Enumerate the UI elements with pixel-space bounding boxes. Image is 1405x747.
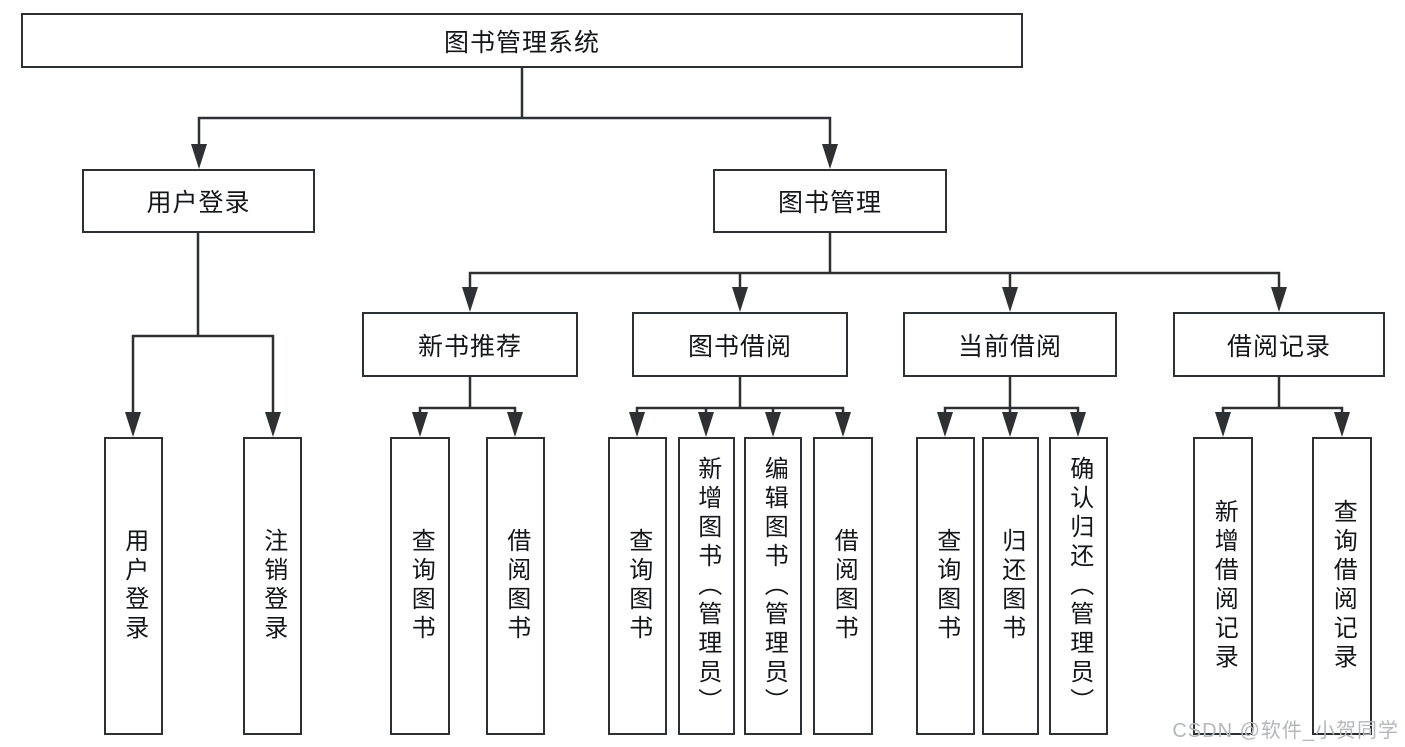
node-book-borrowing-label: 图书借阅 [687, 332, 792, 361]
watermark: CSDN @软件_小贺同学 [1172, 720, 1399, 742]
leaf-query-books-recommend-label: 查询图书 [407, 528, 435, 644]
node-current-borrowing-label: 当前借阅 [957, 332, 1062, 361]
leaf-add-book-admin-label: 新增图书（管理员） [693, 455, 721, 717]
arrow-down-icon [507, 412, 523, 437]
node-new-book-recommend-label: 新书推荐 [417, 332, 522, 361]
arrow-down-icon [698, 412, 714, 437]
arrow-down-icon [629, 412, 645, 437]
arrow-down-icon [937, 412, 953, 437]
node-new-book-recommend: 新书推荐 [362, 312, 578, 377]
arrow-down-icon [1002, 412, 1018, 437]
arrow-down-icon [1271, 287, 1287, 312]
node-user-login-label: 用户登录 [146, 189, 251, 217]
leaf-edit-book-admin-label: 编辑图书（管理员） [760, 455, 788, 717]
leaf-borrow-books-borrowing: 借阅图书 [813, 437, 873, 735]
arrow-down-icon [765, 412, 781, 437]
arrow-down-icon [265, 412, 281, 437]
leaf-borrow-books-borrowing-label: 借阅图书 [830, 528, 858, 644]
leaf-confirm-return-admin: 确认归还（管理员） [1049, 437, 1108, 735]
arrow-down-icon [835, 412, 851, 437]
arrow-down-icon [412, 412, 428, 437]
leaf-query-books-borrowing: 查询图书 [608, 437, 667, 735]
leaf-add-borrow-record: 新增借阅记录 [1193, 437, 1253, 735]
leaf-add-borrow-record-label: 新增借阅记录 [1210, 499, 1238, 673]
arrow-down-icon [1334, 412, 1350, 437]
leaf-user-login: 用户登录 [104, 437, 163, 735]
leaf-return-books: 归还图书 [982, 437, 1039, 735]
arrow-down-icon [1002, 287, 1018, 312]
leaf-query-borrow-record: 查询借阅记录 [1312, 437, 1372, 735]
leaf-borrow-books-recommend-label: 借阅图书 [502, 528, 530, 644]
leaf-logout: 注销登录 [243, 437, 302, 735]
arrow-down-icon [191, 144, 207, 169]
leaf-return-books-label: 归还图书 [997, 528, 1025, 644]
leaf-logout-label: 注销登录 [259, 528, 287, 644]
node-borrowing-records: 借阅记录 [1173, 312, 1385, 377]
leaf-query-books-current-label: 查询图书 [932, 528, 960, 644]
node-book-management: 图书管理 [713, 169, 947, 233]
leaf-query-books-recommend: 查询图书 [390, 437, 450, 735]
arrowhead-group [125, 144, 1350, 437]
node-user-login: 用户登录 [82, 169, 315, 233]
node-book-borrowing: 图书借阅 [632, 312, 848, 377]
leaf-query-borrow-record-label: 查询借阅记录 [1329, 499, 1357, 673]
leaf-confirm-return-admin-label: 确认归还（管理员） [1065, 455, 1093, 717]
arrow-down-icon [732, 287, 748, 312]
leaf-add-book-admin: 新增图书（管理员） [678, 437, 735, 735]
node-borrowing-records-label: 借阅记录 [1226, 332, 1331, 361]
leaf-query-books-current: 查询图书 [916, 437, 975, 735]
leaf-user-login-label: 用户登录 [120, 528, 148, 644]
arrow-down-icon [462, 287, 478, 312]
node-book-management-label: 图书管理 [777, 189, 882, 217]
arrow-down-icon [1215, 412, 1231, 437]
node-root-label: 图书管理系统 [443, 28, 600, 57]
connector-lines [131, 66, 1344, 417]
arrow-down-icon [125, 412, 141, 437]
arrow-down-icon [822, 144, 838, 169]
leaf-query-books-borrowing-label: 查询图书 [624, 528, 652, 644]
node-root: 图书管理系统 [21, 13, 1023, 68]
leaf-edit-book-admin: 编辑图书（管理员） [744, 437, 802, 735]
arrow-down-icon [1070, 412, 1086, 437]
leaf-borrow-books-recommend: 借阅图书 [486, 437, 545, 735]
node-current-borrowing: 当前借阅 [903, 312, 1117, 377]
